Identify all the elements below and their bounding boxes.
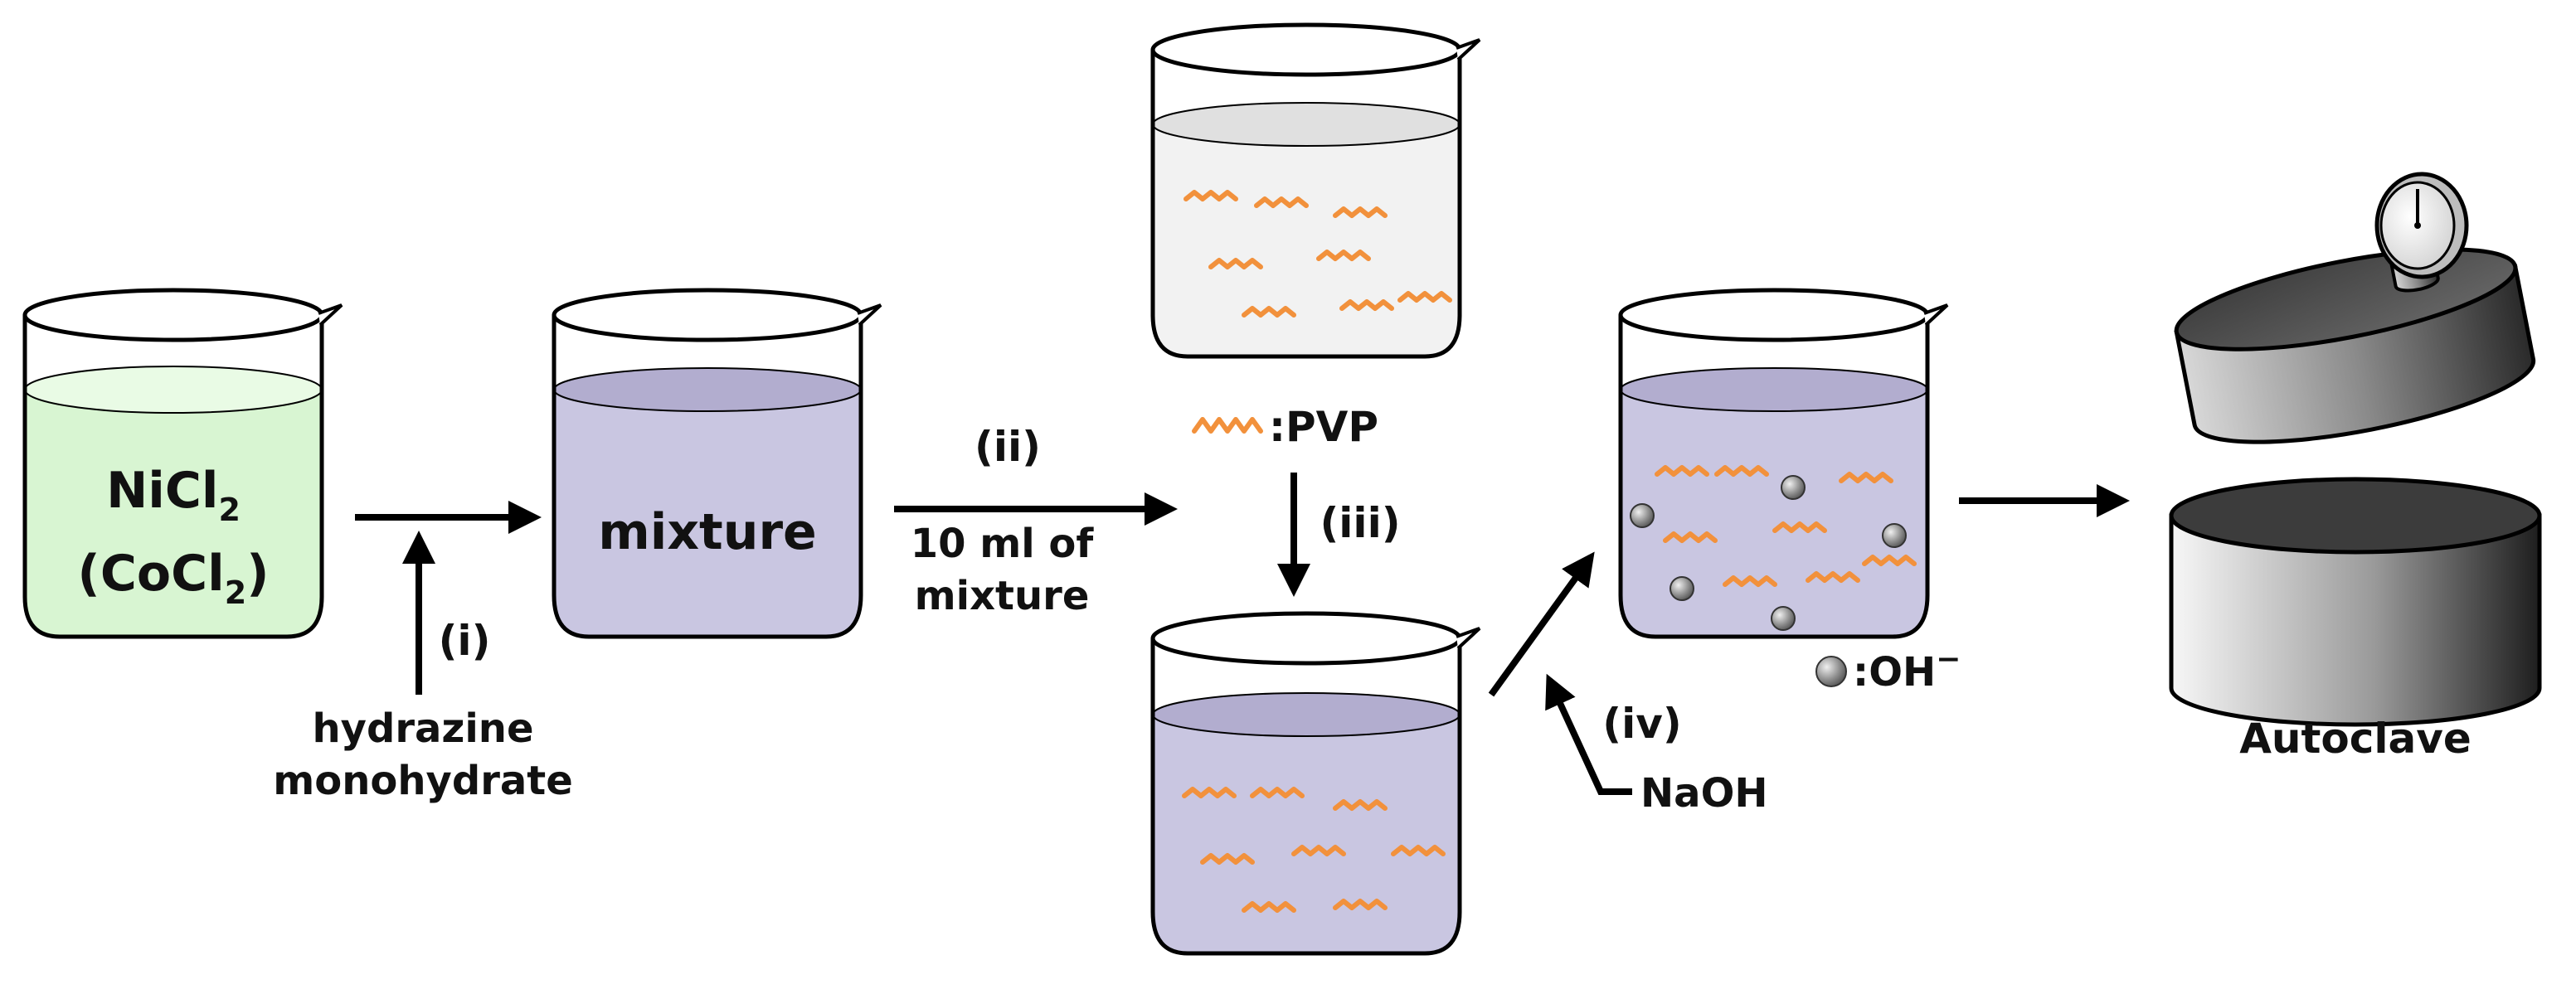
oh-legend-label: :OH− [1853, 642, 1961, 696]
purple-liquid [554, 390, 861, 637]
pvp-chain-icon [1333, 206, 1388, 218]
arrow-naoh [1545, 673, 1632, 795]
step-i-label: (i) [439, 617, 491, 665]
purple-liquid-surface [1620, 367, 1928, 412]
step-iii-label: (iii) [1320, 499, 1400, 547]
pvp-chain-icon [1242, 306, 1296, 318]
pressure-gauge-icon [2374, 172, 2469, 279]
beaker-spout [318, 303, 343, 327]
autoclave-label: Autoclave [2239, 715, 2472, 763]
pvp-chain-icon [1663, 531, 1718, 543]
purple-liquid-surface [553, 367, 862, 412]
pvp-chain-icon [1339, 299, 1394, 311]
hydroxide-sphere-icon [1630, 503, 1655, 528]
pvp-chain-icon [1333, 799, 1388, 811]
pvp-chain-icon [1184, 190, 1238, 201]
step-iv-label: (iv) [1602, 700, 1681, 748]
pvp-chain-icon [1200, 853, 1255, 865]
beaker-nicl2: NiCl2 (CoCl2) [22, 288, 343, 639]
beaker-rim [552, 288, 863, 342]
pvp-legend: :PVP [1192, 403, 1378, 451]
autoclave-lid [2174, 222, 2536, 444]
beaker-spout [1456, 627, 1481, 650]
hydroxide-sphere-icon [1882, 523, 1907, 548]
hydroxide-sphere-icon [1670, 576, 1694, 601]
cocl2-label: (CoCl2) [77, 545, 269, 611]
pvp-chain-icon [1192, 417, 1263, 434]
pvp-chain-icon [1291, 845, 1346, 856]
green-liquid [25, 390, 322, 637]
autoclave-body-top [2169, 477, 2542, 555]
beaker-rim [22, 288, 324, 342]
beaker-final [1618, 288, 1949, 639]
pvp-chain-icon [1714, 465, 1769, 477]
of-mixture-label: mixture [915, 573, 1090, 619]
mixture-label: mixture [598, 503, 816, 561]
pvp-chains [1182, 787, 1446, 913]
pvp-chain-icon [1806, 571, 1860, 583]
oh-legend: :OH− [1815, 642, 1961, 696]
hydroxide-sphere-icon [1781, 475, 1806, 500]
step-ii: (ii) 10 ml of mixture [894, 423, 1178, 619]
step-iv: (iv) NaOH [1488, 551, 1768, 817]
beaker-mixed [1150, 611, 1481, 956]
hydroxide-sphere-icon [1815, 656, 1847, 687]
step-iii: (iii) [1277, 473, 1401, 597]
green-liquid-surface [24, 366, 323, 414]
pvp-chain-icon [1723, 575, 1777, 587]
beaker-spout [1923, 303, 1949, 327]
pvp-chain-icon [1772, 521, 1827, 533]
pvp-chain-icon [1208, 258, 1263, 269]
pvp-chain-icon [1839, 472, 1893, 483]
grey-liquid [1153, 124, 1460, 356]
hydroxide-sphere-icon [1771, 606, 1796, 631]
beaker-rim [1150, 22, 1462, 77]
beaker-spout [857, 303, 882, 327]
naoh-label: NaOH [1640, 770, 1768, 817]
grey-liquid-surface [1152, 102, 1461, 147]
ten-ml-label: 10 ml of [911, 521, 1095, 567]
pvp-chains [1655, 465, 1917, 587]
autoclave-body [2169, 513, 2542, 727]
pvp-chain-icon [1316, 250, 1371, 261]
pvp-chain-icon [1182, 787, 1237, 798]
pvp-legend-label: :PVP [1269, 403, 1378, 451]
step-i: (i) hydrazine monohydrate [273, 501, 573, 804]
purple-liquid-surface [1152, 692, 1461, 737]
purple-liquid [1621, 390, 1927, 637]
pvp-chain-icon [1250, 787, 1305, 798]
pvp-chain-icon [1242, 901, 1296, 913]
beaker-pvp [1150, 22, 1481, 359]
beaker-mixture: mixture [552, 288, 882, 639]
beaker-rim [1618, 288, 1930, 342]
pvp-chain-icon [1333, 899, 1388, 910]
monohydrate-label: monohydrate [273, 758, 573, 804]
pvp-chain-icon [1397, 291, 1452, 303]
hydroxide-ions [1630, 475, 1907, 631]
beaker-spout [1456, 38, 1481, 61]
hydrazine-label: hydrazine [313, 705, 534, 752]
pvp-chains [1184, 190, 1452, 318]
pvp-chain-icon [1862, 555, 1917, 566]
step-ii-label: (ii) [975, 423, 1041, 471]
arrow-up-right [1488, 551, 1595, 697]
pvp-chain-icon [1391, 845, 1446, 856]
pvp-chain-icon [1254, 196, 1309, 208]
beaker-rim [1150, 611, 1462, 666]
purple-liquid [1153, 715, 1460, 953]
nicl2-label: NiCl2 [106, 462, 241, 528]
autoclave: Autoclave [2169, 172, 2542, 763]
pvp-chain-icon [1655, 465, 1709, 477]
